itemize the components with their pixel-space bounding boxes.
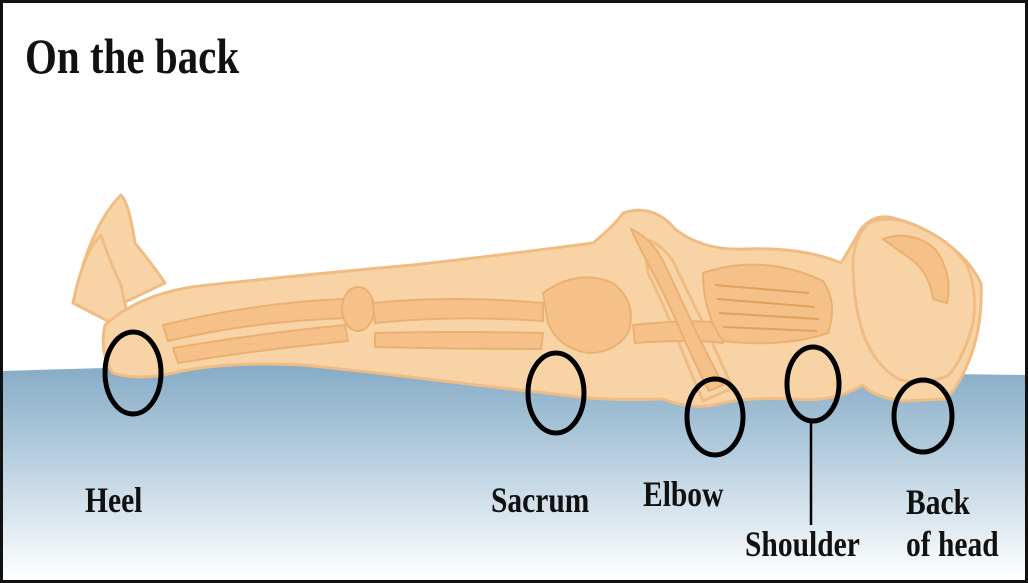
- back-of-head-label-line2: of head: [906, 523, 999, 565]
- elbow-label: Elbow: [643, 475, 723, 513]
- sacrum-label: Sacrum: [491, 481, 589, 519]
- back-of-head-label: Back of head: [906, 481, 999, 565]
- heel-label: Heel: [85, 481, 142, 519]
- diagram-title: On the back: [25, 31, 239, 81]
- shoulder-label: Shoulder: [745, 525, 860, 563]
- back-of-head-label-line1: Back: [906, 481, 999, 523]
